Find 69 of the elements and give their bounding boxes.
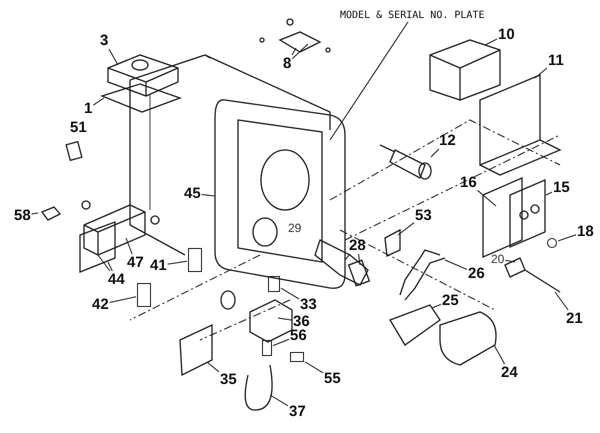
leader-line xyxy=(292,48,296,56)
leader-line xyxy=(201,194,216,196)
callout-number: 21 xyxy=(566,311,583,326)
callout-number: 10 xyxy=(498,27,515,42)
leader-line xyxy=(98,254,110,272)
callout-number: 18 xyxy=(577,224,594,239)
callout-number: 29 xyxy=(288,222,302,234)
callout-number: 12 xyxy=(439,133,456,148)
leader-line xyxy=(534,67,548,78)
callout-number: 28 xyxy=(349,238,366,253)
leader-line xyxy=(280,288,300,300)
leader-line xyxy=(398,222,414,236)
leader-line xyxy=(278,318,292,321)
callout-number: 45 xyxy=(184,186,201,201)
callout-number: 8 xyxy=(283,56,292,71)
callout-number: 3 xyxy=(100,33,108,48)
leader-line xyxy=(494,344,506,364)
callout-number: 53 xyxy=(415,208,432,223)
bracket-part xyxy=(137,283,151,307)
callout-number: 41 xyxy=(150,258,167,273)
callout-number: 56 xyxy=(290,328,307,343)
leader-line xyxy=(92,98,104,106)
leader-line xyxy=(126,238,133,254)
leader-line xyxy=(108,262,113,272)
callout-number: 44 xyxy=(108,272,125,287)
leader-line xyxy=(554,292,569,310)
leader-line xyxy=(304,361,324,374)
leader-line xyxy=(206,362,220,372)
leader-line xyxy=(292,44,308,60)
callout-number: 26 xyxy=(468,266,485,281)
fitting-part xyxy=(290,352,304,362)
fitting-part xyxy=(262,340,272,356)
leader-line xyxy=(167,260,188,265)
leader-line xyxy=(477,190,496,206)
callout-text: MODEL & SERIAL NO. PLATE xyxy=(340,10,484,21)
leader-line xyxy=(432,304,442,308)
bracket-part xyxy=(188,248,202,272)
callout-number: 16 xyxy=(460,175,477,190)
leader-line xyxy=(546,192,552,196)
callout-number: 37 xyxy=(289,404,306,419)
leader-line xyxy=(344,254,351,260)
leader-line xyxy=(430,148,440,158)
leader-line xyxy=(31,212,38,214)
leader-line xyxy=(558,234,576,242)
callout-number: 58 xyxy=(14,208,31,223)
callout-number: 1 xyxy=(84,101,92,116)
callout-number: 25 xyxy=(442,293,459,308)
leader-line xyxy=(330,22,408,140)
callout-number: 42 xyxy=(92,297,109,312)
leader-line xyxy=(484,38,498,46)
callout-number: 55 xyxy=(324,371,341,386)
callout-number: 47 xyxy=(127,255,144,270)
leader-line xyxy=(358,254,360,266)
callout-number: 24 xyxy=(501,365,518,380)
callout-number: 33 xyxy=(300,297,317,312)
callout-number: 51 xyxy=(70,120,87,135)
callout-number: 15 xyxy=(553,180,570,195)
leader-line xyxy=(108,48,118,66)
leader-line xyxy=(270,394,288,406)
callout-number: 36 xyxy=(293,314,310,329)
hex-nut xyxy=(547,238,557,248)
callout-number: 11 xyxy=(548,53,564,68)
leader-line xyxy=(504,260,516,262)
bracket-part xyxy=(268,276,280,292)
leader-line xyxy=(444,260,468,270)
leader-line xyxy=(272,338,290,346)
leader-line xyxy=(109,296,136,303)
callout-number: 20 xyxy=(491,253,504,265)
callout-number: 35 xyxy=(220,372,237,387)
